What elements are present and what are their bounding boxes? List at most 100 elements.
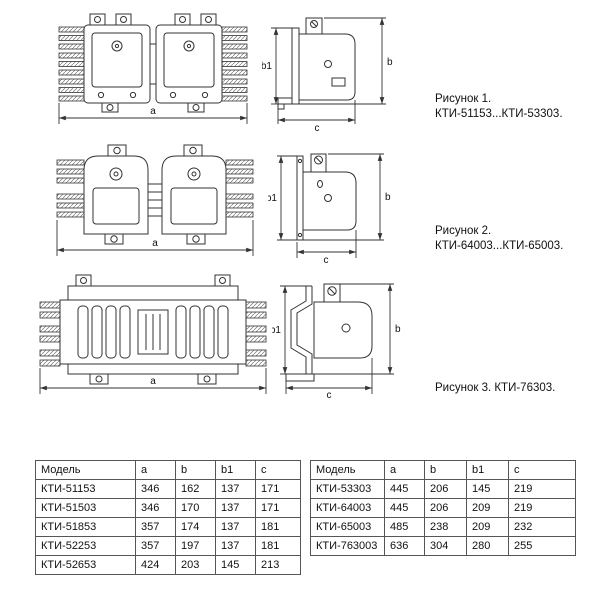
fig1-side-dims	[271, 17, 386, 124]
table-cell: 181	[255, 517, 301, 537]
table-cell: 137	[215, 536, 256, 556]
fig3-dim-b1-label: b1	[272, 325, 281, 336]
table-cell: 424	[135, 555, 176, 575]
fig1-dim-a	[58, 103, 248, 124]
fig3-dim-b-label: b	[395, 324, 401, 335]
fig1-contactor-body	[83, 13, 223, 113]
table-cell: 171	[255, 479, 301, 499]
table-cell: КТИ-51503	[35, 498, 136, 518]
table-cell: 137	[215, 517, 256, 537]
fig1-terminal-combs	[58, 26, 248, 102]
table-cell: 162	[175, 479, 216, 499]
table-header-cell: b	[424, 460, 467, 480]
table-header-cell: b1	[466, 460, 509, 480]
table-cell: КТИ-52253	[35, 536, 136, 556]
fig2-dim-a-label: a	[152, 238, 158, 249]
table-cell: 346	[135, 498, 176, 518]
fig2-side-dims	[277, 153, 384, 258]
fig1-dim-c-label: c	[315, 123, 320, 132]
fig3-front-view: a	[39, 274, 267, 394]
fig1-side-view: b b1 c	[262, 17, 393, 132]
table-header-cell: Модель	[310, 460, 385, 480]
table-cell: 174	[175, 517, 216, 537]
fig1-front-view: a	[58, 13, 248, 124]
table-cell: 357	[135, 517, 176, 537]
table-cell: КТИ-51153	[35, 479, 136, 499]
table-cell: 232	[508, 517, 576, 537]
fig3-mounting-bracket	[290, 285, 313, 374]
table-cell: 636	[384, 536, 425, 556]
fig2-dim-c-label: c	[324, 255, 329, 264]
table-cell: КТИ-53303	[310, 479, 385, 499]
table-cell: 219	[508, 498, 576, 518]
table-cell: 209	[466, 498, 509, 518]
table-cell: КТИ-65003	[310, 517, 385, 537]
table-cell: КТИ-52653	[35, 555, 136, 575]
fig3-contactor-body	[59, 274, 247, 385]
table-cell: 445	[384, 498, 425, 518]
table-cell: 255	[508, 536, 576, 556]
figure1-caption: Рисунок 1. КТИ-51153...КТИ-53303.	[435, 92, 563, 122]
fig3-side-dims	[280, 283, 394, 394]
table-header-cell: Модель	[35, 460, 136, 480]
table-cell: 137	[215, 498, 256, 518]
table-cell: 181	[255, 536, 301, 556]
table-cell: 280	[466, 536, 509, 556]
table-cell: 213	[255, 555, 301, 575]
table-header-cell: a	[135, 460, 176, 480]
table-cell: 209	[466, 517, 509, 537]
table-cell: 238	[424, 517, 467, 537]
fig2-dim-b-label: b	[385, 192, 391, 203]
table-cell: 485	[384, 517, 425, 537]
figure1-caption-line1: Рисунок 1.	[435, 93, 492, 105]
fig2-front-view: a	[56, 144, 254, 256]
figure3-caption: Рисунок 3. КТИ-76303.	[435, 381, 555, 396]
table-cell: 219	[508, 479, 576, 499]
fig3-side-body	[285, 283, 373, 382]
table-header-cell: c	[508, 460, 576, 480]
table-cell: 197	[175, 536, 216, 556]
table-cell: 206	[424, 498, 467, 518]
table-cell: 170	[175, 498, 216, 518]
figure1-caption-line2: КТИ-51153...КТИ-53303.	[435, 108, 563, 120]
table-cell: 171	[255, 498, 301, 518]
fig2-side-view: b b1 c	[268, 153, 391, 264]
fig3-dim-a-label: a	[150, 376, 156, 387]
table-cell: КТИ-51853	[35, 517, 136, 537]
fig3-dim-a	[39, 368, 267, 394]
fig3-dim-c-label: c	[327, 390, 332, 400]
fig2-side-body	[296, 153, 357, 241]
table-cell: 145	[215, 555, 256, 575]
fig2-dim-a	[56, 220, 254, 256]
table-header-cell: c	[255, 460, 301, 480]
fig2-terminal-combs	[56, 159, 254, 218]
table-cell: 206	[424, 479, 467, 499]
table-cell: 304	[424, 536, 467, 556]
fig2-dim-b1-label: b1	[268, 193, 277, 204]
fig1-dim-a-label: a	[150, 106, 156, 117]
fig1-side-body	[277, 17, 356, 110]
fig1-dim-b-label: b	[387, 57, 393, 68]
table-cell: 357	[135, 536, 176, 556]
table-cell: 203	[175, 555, 216, 575]
fig3-side-view: b b1 c	[272, 283, 401, 400]
table-cell: КТИ-763003	[310, 536, 385, 556]
fig1-dim-b1-label: b1	[262, 61, 272, 72]
table-header-cell: b	[175, 460, 216, 480]
figure2-caption-line1: Рисунок 2.	[435, 225, 492, 237]
fig2-contactor-body	[83, 144, 227, 245]
figure3-caption-line1: Рисунок 3. КТИ-76303.	[435, 382, 556, 394]
fig3-terminal-combs	[39, 301, 267, 367]
table-header-cell: b1	[215, 460, 256, 480]
